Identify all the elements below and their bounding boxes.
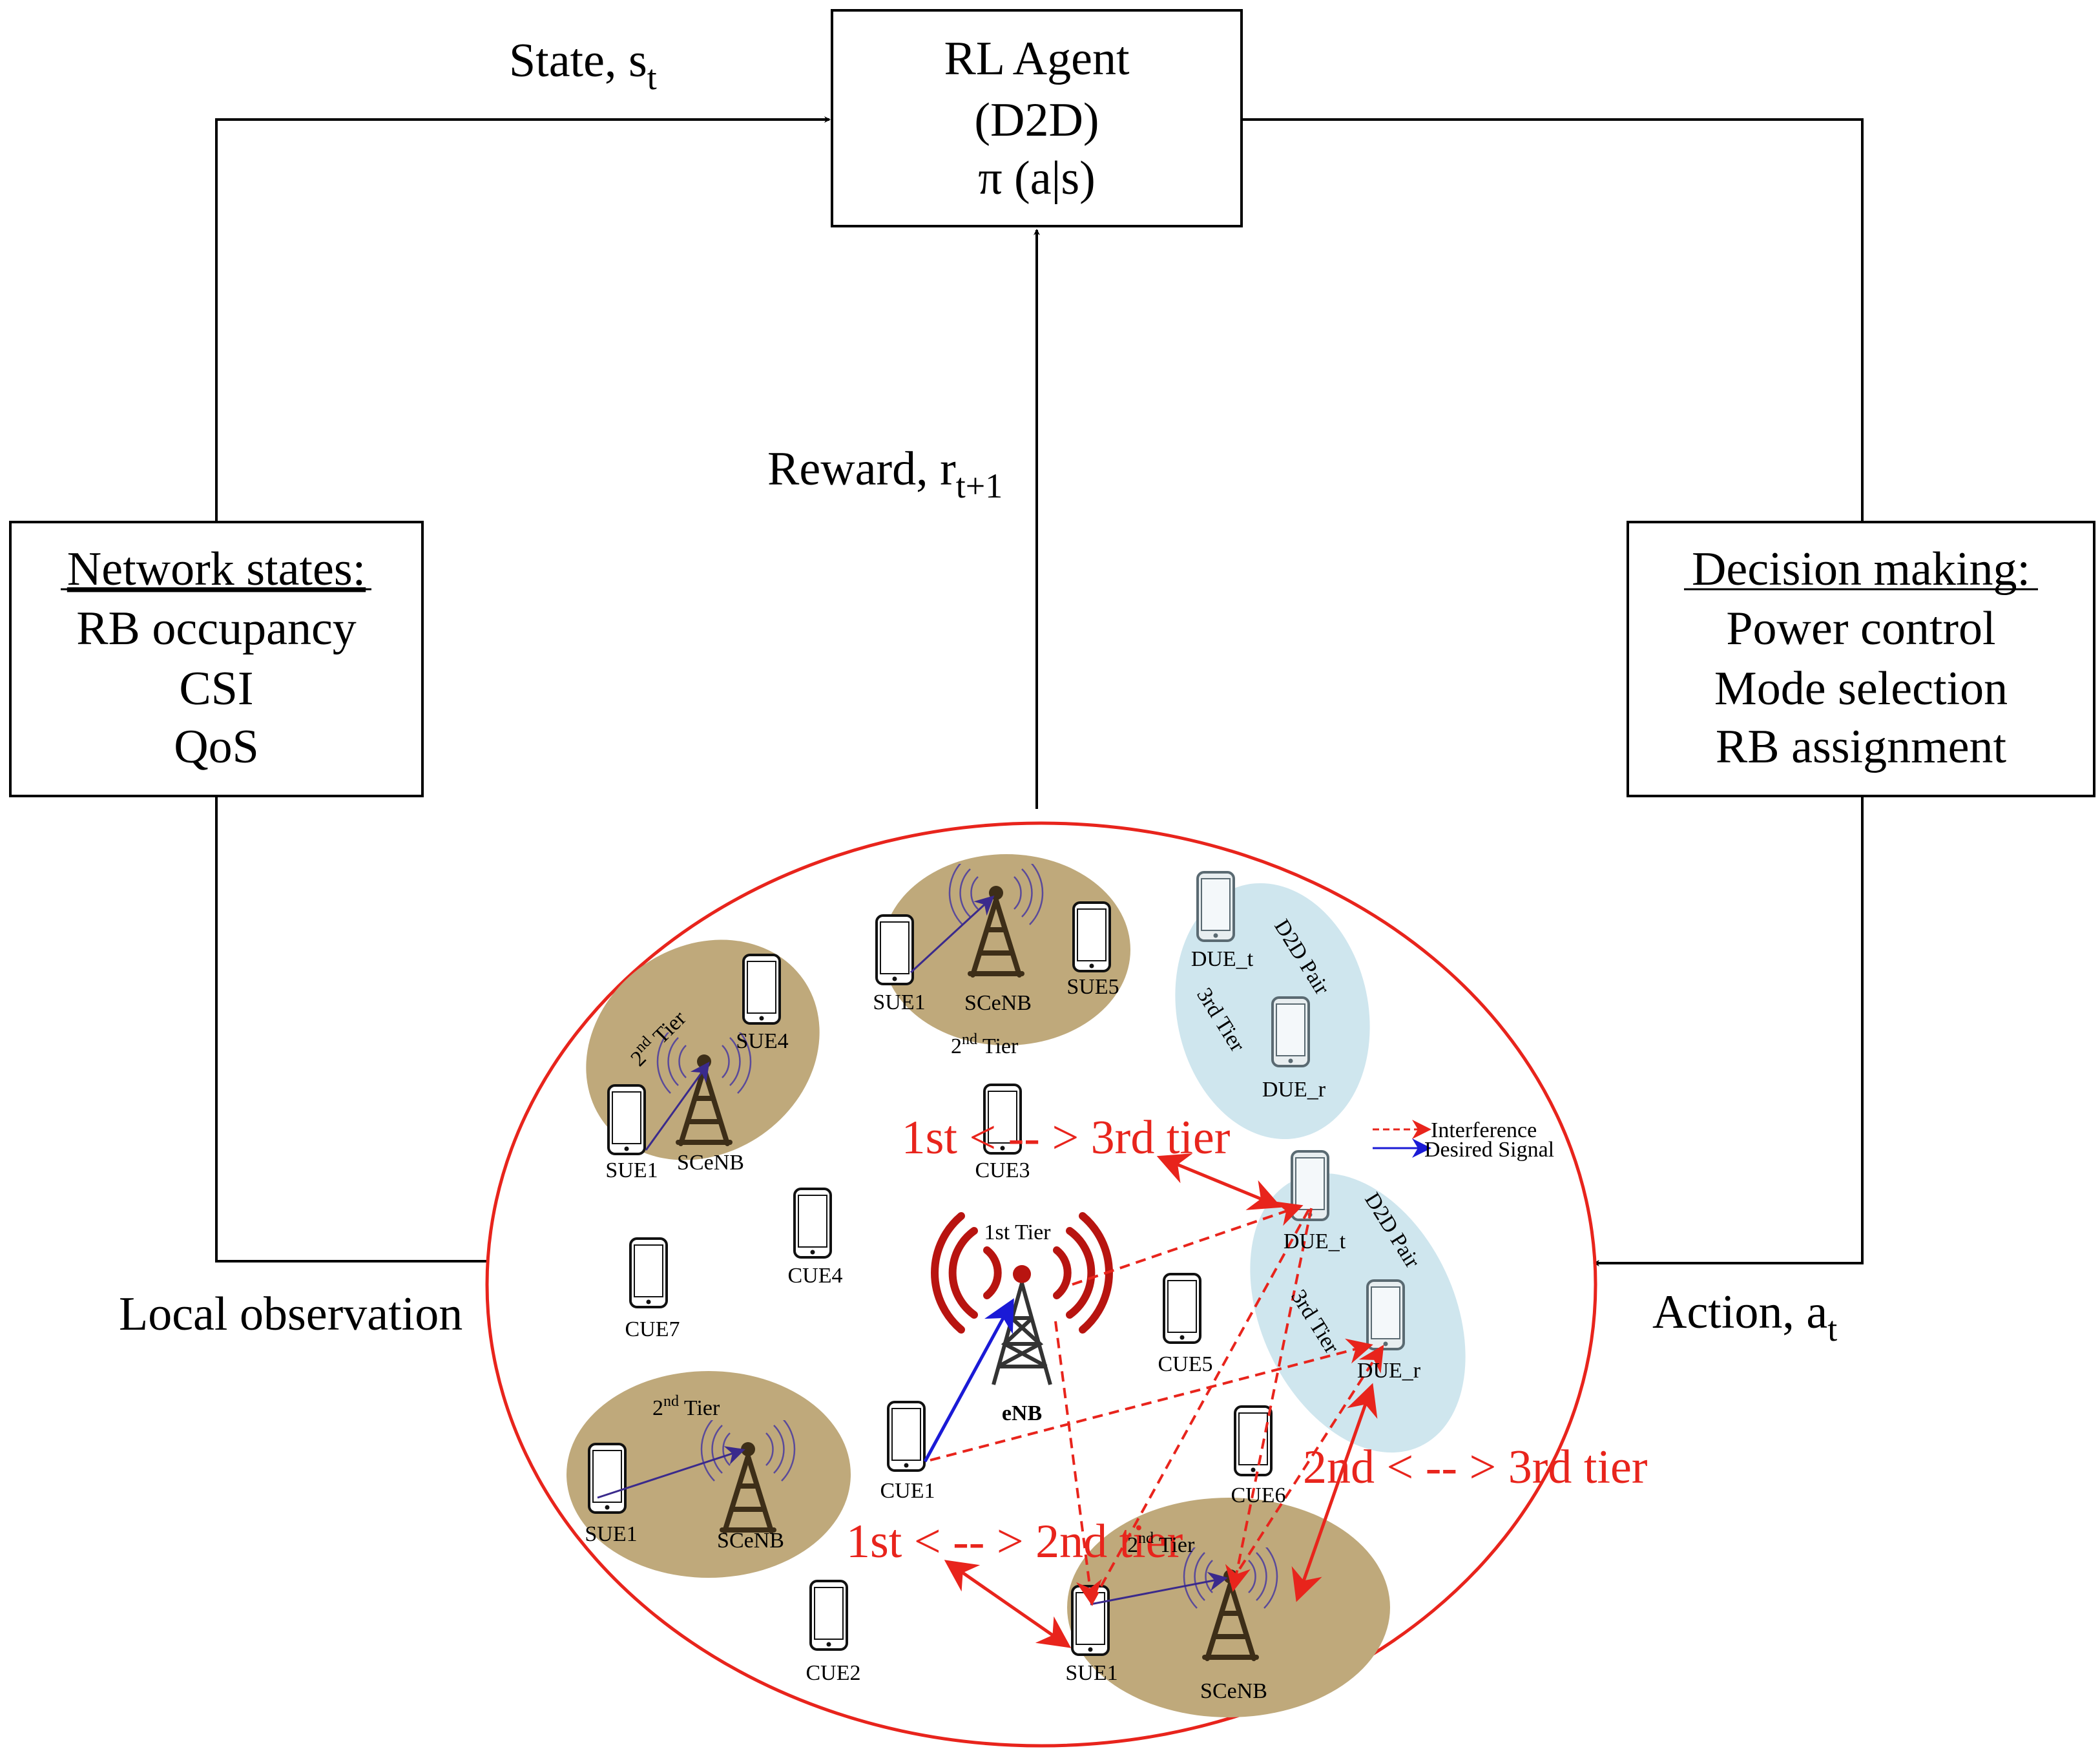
decision-making-item: RB assignment <box>1716 720 2007 773</box>
cue3-label: CUE3 <box>975 1158 1030 1182</box>
cue2-label: CUE2 <box>806 1661 861 1685</box>
link-label-2nd-3rd: 2nd < -- > 3rd tier <box>1303 1441 1648 1494</box>
desired-signal-arrow <box>910 895 995 974</box>
cue4-label: CUE4 <box>788 1264 843 1288</box>
cue6-label: CUE6 <box>1231 1483 1286 1507</box>
network-states-box: Network states: RB occupancy CSI QoS <box>9 521 424 797</box>
sue1-phone-icon <box>607 1084 646 1155</box>
sue1-label: SUE1 <box>873 990 925 1014</box>
rl-agent-box: RL Agent (D2D) π (a|s) <box>831 9 1243 227</box>
link-label-1st-2nd: 1st < -- > 2nd tier <box>846 1515 1183 1568</box>
second-tier-label: 2nd Tier <box>652 1393 720 1420</box>
decision-making-title: Decision making: <box>1692 543 2030 596</box>
legend: Interference Desired Signal <box>1373 1118 1554 1162</box>
interference-arrow <box>1054 1321 1102 1606</box>
agent-policy: π (a|s) <box>978 152 1096 205</box>
sue1-phone-icon <box>875 914 914 985</box>
agent-title: RL Agent <box>944 32 1130 85</box>
tier-link-arrow <box>1156 1153 1282 1210</box>
scenb-label: SCeNB <box>964 991 1032 1015</box>
desired-signal-arrow <box>1090 1571 1228 1606</box>
cue4-phone-icon <box>793 1188 832 1259</box>
sue5-phone-icon <box>1072 901 1111 972</box>
sue1-label: SUE1 <box>585 1522 637 1546</box>
interference-arrow <box>1225 1208 1313 1592</box>
sue4-phone-icon <box>742 954 781 1025</box>
observation-connector <box>215 796 487 1262</box>
svg-text:Reward, rt+1: Reward, rt+1 <box>767 443 1003 505</box>
due-t-label: DUE_t <box>1284 1230 1346 1253</box>
desired-signal-arrow <box>645 1062 710 1151</box>
decision-making-box: Decision making: Power control Mode sele… <box>1627 521 2095 797</box>
reward-label: Reward, rt+1 <box>767 443 1003 505</box>
first-tier-label: 1st Tier <box>984 1220 1052 1244</box>
second-tier-label: 2nd Tier <box>1127 1530 1195 1557</box>
due-r-label: DUE_r <box>1262 1078 1326 1102</box>
scenb-label: SCeNB <box>717 1529 784 1553</box>
due-r-phone-icon <box>1271 996 1310 1067</box>
sue1-phone-icon <box>588 1443 627 1514</box>
state-connector <box>215 116 831 522</box>
local-observation-label: Local observation <box>119 1288 463 1341</box>
sue4-label: SUE4 <box>736 1029 788 1053</box>
due-t-label: DUE_t <box>1191 947 1254 971</box>
due-r-label: DUE_r <box>1357 1359 1421 1383</box>
enb-label: eNB <box>1002 1401 1042 1425</box>
decision-making-item: Mode selection <box>1714 662 2008 715</box>
small-cell-cluster-top <box>882 854 1130 1045</box>
state-label: State, st <box>509 34 657 97</box>
enb-tower-icon <box>931 1212 1113 1385</box>
second-tier-label: 2nd Tier <box>951 1031 1019 1058</box>
network-coverage-ellipse <box>485 821 1597 1748</box>
svg-text:Action, at: Action, at <box>1652 1286 1837 1348</box>
due-t-phone-icon <box>1196 871 1235 942</box>
link-label-1st-3rd: 1st < -- > 3rd tier <box>902 1111 1231 1164</box>
sue1-label: SUE1 <box>1065 1661 1118 1685</box>
cue5-label: CUE5 <box>1158 1352 1213 1376</box>
cue2-phone-icon <box>809 1580 848 1651</box>
decision-connector <box>1593 796 1864 1266</box>
legend-desired-label: Desired Signal <box>1424 1138 1554 1162</box>
cue7-label: CUE7 <box>625 1317 680 1341</box>
sue5-label: SUE5 <box>1066 975 1119 999</box>
cue-desired-signal-arrow <box>923 1298 1014 1463</box>
tier-link-arrow <box>944 1560 1072 1648</box>
cue7-phone-icon <box>629 1237 668 1308</box>
decision-making-item: Power control <box>1726 602 1995 655</box>
action-label: Action, at <box>1652 1286 1837 1348</box>
cue5-phone-icon <box>1163 1273 1201 1344</box>
network-states-item: CSI <box>179 662 253 715</box>
interference-arrow <box>1092 1204 1313 1602</box>
scenb-label: SCeNB <box>677 1151 744 1175</box>
interference-arrow <box>1072 1201 1304 1286</box>
agent-subtitle: (D2D) <box>974 94 1099 147</box>
cue1-phone-icon <box>887 1401 926 1472</box>
tier-link-arrow <box>1291 1383 1378 1602</box>
network-states-item: RB occupancy <box>76 602 357 655</box>
network-states-title: Network states: <box>67 543 366 596</box>
network-states-item: QoS <box>174 720 259 773</box>
cue6-phone-icon <box>1234 1405 1273 1476</box>
desired-signal-arrow <box>597 1446 745 1499</box>
legend-interference-label: Interference <box>1431 1118 1537 1142</box>
scenb-label: SCeNB <box>1200 1679 1267 1703</box>
sue1-label: SUE1 <box>605 1158 658 1182</box>
cue1-label: CUE1 <box>880 1479 935 1503</box>
due-r-phone-icon <box>1366 1279 1405 1350</box>
svg-text:State, st: State, st <box>509 34 657 97</box>
action-connector <box>1242 118 1864 522</box>
interference-arrow <box>930 1338 1373 1461</box>
